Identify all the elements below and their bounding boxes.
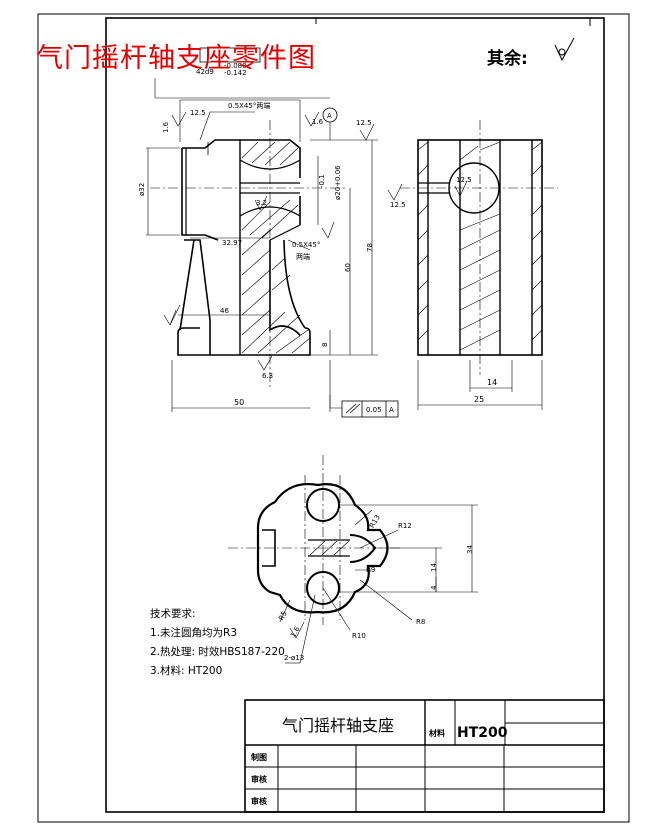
dim-32-97: 32.97 (222, 239, 242, 247)
dim-r9: R9 (366, 566, 375, 574)
dim-ra-125-side2: 12.5 (456, 176, 472, 184)
notes-line2: 2.热处理: 时效HBS187-220 (150, 646, 285, 658)
dim-50: 50 (234, 398, 244, 407)
outer-border (37, 13, 630, 823)
dim-ra-16-c: 1.6 (289, 625, 302, 639)
title-block-approved-label: 审核 (251, 797, 267, 806)
title-block (244, 699, 605, 813)
dim-ra-32: 3.2 (256, 199, 267, 207)
dim-34: 34 (466, 545, 474, 554)
notes-line1: 1.未注圆角均为R3 (150, 627, 237, 639)
dimension-texts: 42d9 -0.080 -0.142 0.5X45°两端 1.6 12.5 1.… (138, 62, 497, 662)
dim-r13: R13 (368, 514, 382, 530)
parallel-tol-value: 0.05 (366, 406, 382, 414)
dim-r12: R12 (398, 522, 412, 530)
datum-a-label: A (327, 112, 332, 120)
dim-chamfer-mid: 0.5X45° (292, 241, 320, 249)
dim-01: -0.1 (318, 174, 326, 188)
title-block-part-name: 气门摇杆轴支座 (282, 716, 395, 735)
parallel-datum: A (389, 406, 394, 414)
front-section-view (150, 120, 348, 390)
title-block-drawn-label: 制图 (251, 753, 267, 762)
dim-chamfer-mid-note: 两端 (296, 252, 310, 261)
dim-tol-upper: -0.080 (224, 62, 247, 70)
dim-chamfer-top: 0.5X45°两端 (228, 101, 270, 110)
title-block-checked-label: 审核 (251, 775, 267, 784)
dim-r10: R10 (352, 632, 366, 640)
dim-ra-16-b: 1.6 (312, 118, 324, 126)
drawing-title: 气门摇杆轴支座零件图 (36, 43, 316, 74)
dim-14: 14 (487, 378, 497, 387)
dim-dia-32: ø32 (138, 183, 146, 196)
dim-ra-16-a: 1.6 (162, 121, 170, 133)
dim-25: 25 (474, 395, 484, 404)
dim-42d9: 42d9 (196, 68, 214, 76)
dim-tol-lower: -0.142 (224, 69, 247, 77)
inner-border (105, 17, 605, 813)
title-block-material: HT200 (457, 725, 508, 741)
notes-line3: 3.材料: HT200 (150, 665, 223, 677)
side-view (387, 120, 558, 410)
dim-ra-63: 6.3 (262, 372, 273, 380)
dim-holes: 2-ø13 (284, 654, 304, 662)
notes-heading: 技术要求: (150, 608, 196, 620)
dim-60: 60 (344, 263, 352, 272)
technical-notes: 技术要求: 1.未注圆角均为R3 2.热处理: 时效HBS187-220 3.材… (150, 605, 285, 681)
roughness-rest-label: 其余: (487, 49, 528, 69)
dim-phi20: ø20+0.06 (334, 165, 342, 200)
title-block-material-label: 材料 (429, 729, 445, 738)
front-dimensions (146, 47, 399, 418)
dim-ra-125-b: 12.5 (356, 119, 372, 127)
dim-78: 78 (366, 243, 374, 252)
top-view (228, 455, 478, 664)
dim-ra-125-a: 12.5 (190, 109, 206, 117)
dim-8: 8 (321, 343, 329, 347)
dim-r5: R5 (277, 610, 289, 622)
dim-46: 46 (220, 307, 229, 315)
roughness-rest-symbol (554, 37, 575, 62)
dim-ra-125-side: 12.5 (390, 201, 406, 209)
dim-14b: 14 (430, 563, 438, 572)
dim-4: 4 (430, 585, 438, 590)
dim-r8: R8 (416, 618, 425, 626)
